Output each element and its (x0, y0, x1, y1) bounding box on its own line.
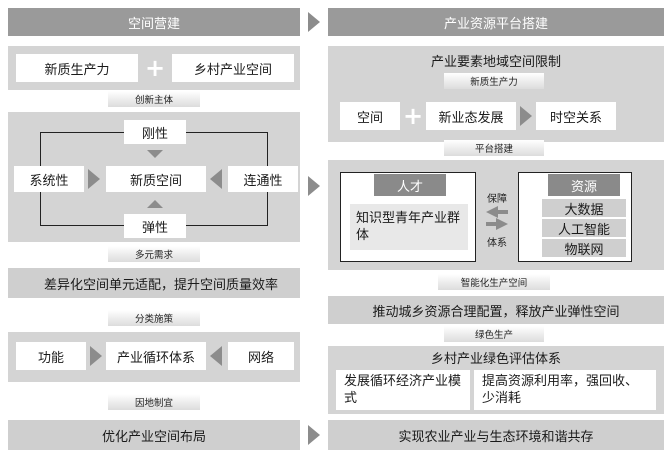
right-productivity-label: 新质生产力 (470, 77, 518, 88)
spacetime-label: 时空关系 (549, 110, 602, 126)
left-header: 空间营建 (8, 8, 300, 36)
eval-title: 乡村产业绿色评估体系 (328, 348, 664, 367)
green-tab: 绿色生产 (444, 326, 544, 342)
right-header-label: 产业资源平台搭建 (443, 16, 548, 32)
improve-box: 提高资源利用率，强回收、少消耗 (474, 370, 656, 410)
rural-space-box: 乡村产业空间 (172, 54, 294, 82)
guarantee-top: 保障 (482, 190, 512, 205)
diff-bar-label: 差异化空间单元适配，提升空间质量效率 (44, 277, 279, 293)
resource-item-label: 人工智能 (557, 222, 610, 238)
exchange-arrows-icon (486, 206, 508, 230)
innovation-tab: 创新主体 (108, 91, 200, 107)
connectivity-label: 连通性 (243, 173, 283, 189)
guarantee-bottom: 体系 (482, 234, 512, 249)
new-space-box: 新质空间 (106, 166, 206, 192)
circular-box: 发展循环经济产业模式 (336, 370, 470, 410)
arrow-down-icon (147, 150, 163, 158)
function-label: 功能 (37, 350, 64, 366)
talent-group-label: 知识型青年产业群体 (356, 211, 461, 243)
arrow-up-icon (147, 200, 163, 208)
promote-bar: 推动城乡资源合理配置，释放产业弹性空间 (328, 296, 664, 324)
resource-item-label: 大数据 (564, 202, 604, 218)
resource-item-label: 物联网 (564, 242, 604, 258)
resource-item: 人工智能 (542, 219, 626, 238)
eval-title-label: 乡村产业绿色评估体系 (430, 351, 561, 367)
elasticity-box: 弹性 (124, 214, 186, 238)
rural-space-label: 乡村产业空间 (193, 62, 272, 78)
arrow-right-icon (308, 12, 320, 32)
industry-cycle-box: 产业循环体系 (106, 342, 206, 370)
elasticity-label: 弹性 (141, 220, 168, 236)
diff-bar: 差异化空间单元适配，提升空间质量效率 (8, 268, 300, 298)
resources-header: 资源 (548, 174, 620, 196)
innovation-label: 创新主体 (134, 95, 173, 106)
circular-label: 发展循环经济产业模式 (344, 374, 462, 406)
spacetime-box: 时空关系 (536, 102, 616, 130)
network-box: 网络 (228, 342, 294, 370)
systematic-box: 系统性 (14, 166, 84, 192)
limits-title-label: 产业要素地域空间限制 (430, 54, 561, 70)
network-label: 网络 (247, 350, 274, 366)
local-tab: 因地制宜 (108, 394, 200, 410)
smart-tab: 智能化生产空间 (438, 274, 550, 290)
rigidity-label: 刚性 (141, 126, 168, 142)
arrow-right-icon (308, 425, 320, 445)
platform-tab: 平台搭建 (444, 140, 544, 156)
connectivity-box: 连通性 (228, 166, 298, 192)
productivity-box: 新质生产力 (16, 54, 138, 82)
talent-label: 人才 (396, 179, 423, 195)
new-business-label: 新业态发展 (438, 110, 504, 126)
plus-icon: + (402, 102, 424, 130)
promote-bar-label: 推动城乡资源合理配置，释放产业弹性空间 (372, 304, 620, 320)
classify-tab: 分类施策 (108, 310, 200, 326)
arrow-right-icon (88, 169, 100, 189)
talent-group-box: 知识型青年产业群体 (350, 204, 468, 250)
arrow-right-icon (308, 176, 320, 196)
resource-item: 物联网 (542, 239, 626, 258)
space-box: 空间 (340, 102, 400, 130)
systematic-label: 系统性 (29, 173, 69, 189)
arrow-left-icon (210, 346, 222, 366)
left-header-label: 空间营建 (127, 16, 180, 32)
arrow-right-icon (90, 346, 102, 366)
local-label: 因地制宜 (134, 398, 173, 409)
improve-label: 提高资源利用率，强回收、少消耗 (482, 374, 639, 406)
optimize-bar: 优化产业空间布局 (8, 420, 300, 450)
new-space-label: 新质空间 (129, 173, 182, 189)
productivity-tab: 新质生产力 (444, 73, 544, 89)
new-business-box: 新业态发展 (426, 102, 516, 130)
diverse-label: 多元需求 (134, 250, 173, 261)
optimize-bar-label: 优化产业空间布局 (101, 429, 206, 445)
smart-label: 智能化生产空间 (460, 278, 528, 289)
harmony-bar: 实现农业产业与生态环境和谐共存 (328, 420, 664, 450)
function-box: 功能 (16, 342, 86, 370)
rigidity-box: 刚性 (124, 120, 186, 144)
arrow-left-icon (210, 169, 222, 189)
diverse-tab: 多元需求 (108, 246, 200, 262)
classify-label: 分类施策 (134, 314, 173, 325)
plus-icon: + (144, 54, 166, 82)
harmony-bar-label: 实现农业产业与生态环境和谐共存 (398, 429, 594, 445)
right-header: 产业资源平台搭建 (328, 8, 664, 36)
space-label: 空间 (356, 110, 383, 126)
arrow-right-icon (520, 106, 532, 126)
guarantee-top-label: 保障 (487, 193, 507, 205)
resources-label: 资源 (570, 179, 597, 195)
talent-header: 人才 (374, 174, 446, 196)
platform-label: 平台搭建 (474, 144, 513, 155)
resource-item: 大数据 (542, 199, 626, 218)
industry-cycle-label: 产业循环体系 (116, 350, 195, 366)
productivity-label: 新质生产力 (44, 62, 110, 78)
green-label: 绿色生产 (474, 330, 513, 341)
guarantee-bottom-label: 体系 (487, 237, 507, 249)
limits-title: 产业要素地域空间限制 (328, 50, 664, 70)
